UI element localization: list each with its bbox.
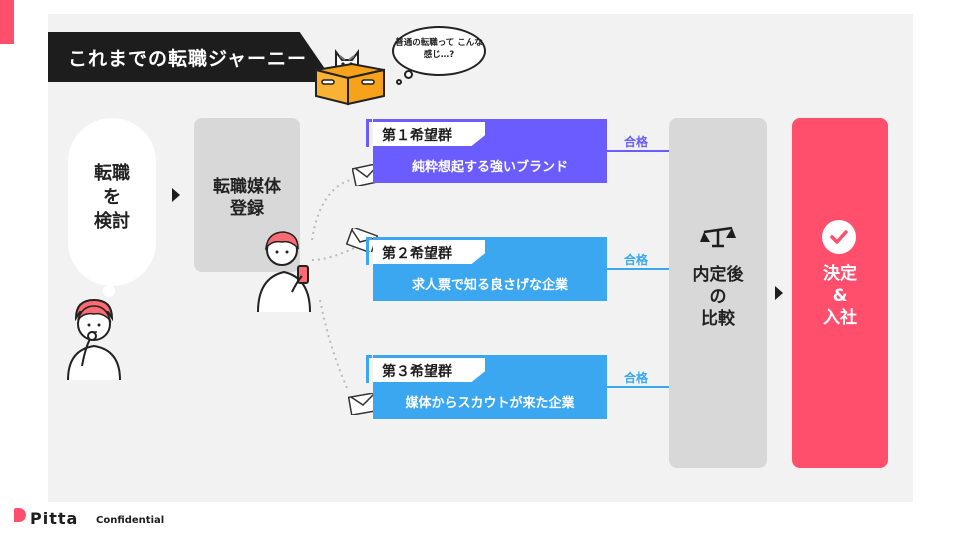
thought-tail — [404, 70, 413, 79]
choice-3-label-tag — [373, 358, 485, 382]
choice-1-label: 第１希望群 — [382, 128, 452, 144]
person-phone-icon — [257, 231, 311, 312]
choice-1-label-tag — [373, 122, 485, 146]
page-title: これまでの転職ジャーニー — [68, 48, 308, 70]
corner-accent — [0, 0, 14, 44]
decide-box — [792, 118, 888, 468]
confidential-label: Confidential — [96, 515, 165, 526]
choice-2-desc: 求人票で知る良さげな企業 — [411, 278, 568, 293]
thought-tail — [396, 79, 402, 85]
check-icon — [822, 220, 856, 254]
dotted-paths — [311, 179, 359, 391]
consider-bubble — [68, 118, 156, 286]
compare-label: 内定後 の 比較 — [692, 265, 744, 329]
title-banner — [48, 32, 334, 82]
choice-bracket — [366, 237, 372, 265]
choice-3-pass: 合格 — [624, 371, 649, 385]
person-thinking-icon — [67, 298, 121, 381]
compare-box — [669, 118, 767, 468]
logo-icon — [14, 508, 26, 522]
flow-arrow — [172, 188, 180, 202]
scale-icon — [700, 226, 736, 248]
pass-line — [607, 150, 669, 152]
choice-2-label: 第２希望群 — [382, 246, 452, 262]
envelope-icon — [346, 228, 378, 252]
flow-arrow — [775, 286, 783, 300]
choice-1-desc: 純粋想起する強いブランド — [411, 160, 568, 175]
choice-bracket — [366, 355, 372, 383]
choice-1-pass: 合格 — [624, 135, 649, 149]
thought-bubble-small — [392, 26, 486, 76]
pass-line — [607, 386, 669, 388]
bubble-dot — [103, 285, 115, 297]
choice-2-label-tag — [373, 240, 485, 264]
register-label: 転職媒体 登録 — [213, 177, 281, 219]
decide-label: 決定 & 入社 — [823, 264, 857, 328]
pass-line — [607, 268, 669, 270]
thought-text: 普通の転職って こんな感じ…? — [395, 38, 483, 60]
choice-3-desc: 媒体からスカウトが来た企業 — [405, 396, 575, 411]
logo-text: Pitta — [30, 509, 79, 528]
cat-in-box-icon — [315, 49, 385, 106]
choice-bracket — [366, 119, 372, 147]
choice-2-pass: 合格 — [624, 253, 649, 267]
choice-3-label: 第３希望群 — [382, 364, 452, 380]
consider-label: 転職 を 検討 — [94, 163, 130, 232]
